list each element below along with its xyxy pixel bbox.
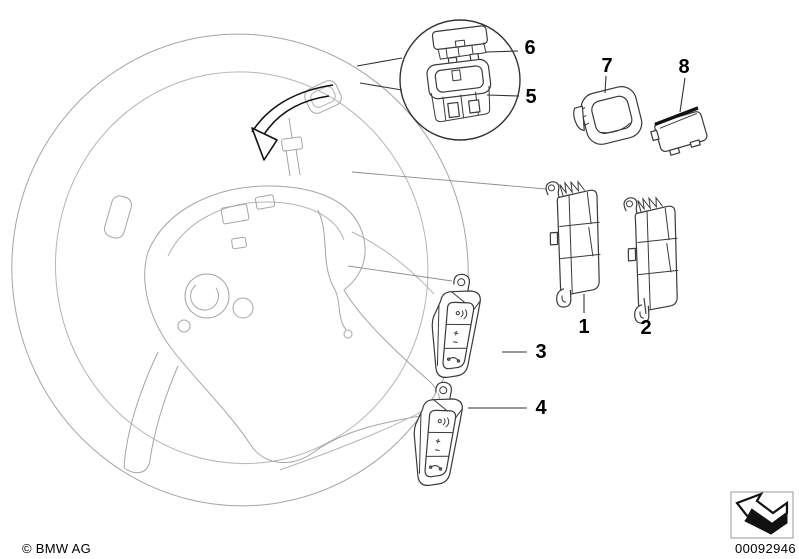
- steering-wheel-drawing: [11, 33, 469, 507]
- leader-line-circle-top: [356, 57, 403, 67]
- callout-label-1[interactable]: 1: [578, 316, 590, 338]
- rotation-arrow-icon: [251, 84, 334, 161]
- part-8-drawing[interactable]: [648, 106, 709, 159]
- leader-line-part3: [347, 265, 453, 282]
- image-number-text: 00092946: [735, 541, 797, 556]
- part-1-drawing[interactable]: [537, 178, 607, 311]
- callout-leader-lines: [468, 50, 686, 409]
- callout-label-2[interactable]: 2: [640, 317, 652, 339]
- callout-label-8[interactable]: 8: [678, 56, 690, 78]
- catalog-arrow-logo: [730, 491, 794, 539]
- part-6-drawing[interactable]: [431, 25, 490, 66]
- callout-label-5[interactable]: 5: [525, 86, 537, 108]
- callout-label-4[interactable]: 4: [535, 397, 547, 419]
- detail-circle: [399, 19, 521, 141]
- leader-line-part1: [351, 171, 547, 190]
- callout-label-7[interactable]: 7: [601, 55, 613, 77]
- part-5-drawing[interactable]: [426, 58, 494, 123]
- part-4-drawing[interactable]: [404, 378, 467, 490]
- leader-line-circle-bottom: [359, 82, 403, 91]
- callout-label-6[interactable]: 6: [524, 37, 536, 59]
- callout-label-3[interactable]: 3: [535, 341, 547, 363]
- part-7-drawing[interactable]: [570, 83, 645, 149]
- copyright-text: © BMW AG: [22, 541, 92, 556]
- part-3-drawing[interactable]: [422, 270, 485, 382]
- part-2-drawing[interactable]: [615, 194, 685, 327]
- direction-arrow-icon: [735, 491, 789, 526]
